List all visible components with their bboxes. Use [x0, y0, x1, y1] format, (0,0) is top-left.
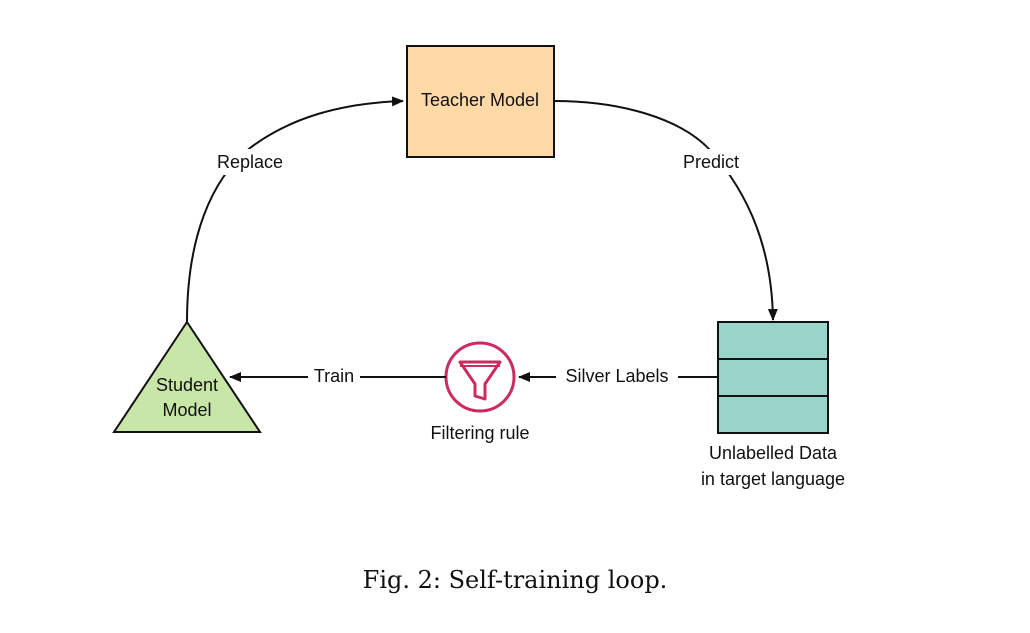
data-cell-1	[717, 321, 829, 360]
teacher-model-label: Teacher Model	[421, 90, 539, 110]
filter-circle	[444, 341, 516, 413]
data-cell-2	[717, 358, 829, 397]
data-label-line1: Unlabelled Data	[709, 443, 838, 463]
student-model-label-line2: Model	[162, 400, 211, 420]
predict-edge: Predict	[553, 100, 778, 321]
student-model-node: Student Model	[112, 320, 262, 433]
replace-edge: Replace	[186, 96, 404, 323]
predict-label: Predict	[683, 152, 739, 172]
train-label: Train	[314, 366, 354, 386]
student-model-triangle	[112, 320, 262, 433]
replace-label: Replace	[217, 152, 283, 172]
train-edge: Train	[229, 364, 446, 390]
data-label-line2: in target language	[701, 469, 845, 489]
filtering-rule-node: Filtering rule	[430, 341, 530, 443]
data-cell-3	[717, 395, 829, 434]
figure-caption: Fig. 2: Self-training loop.	[362, 566, 668, 594]
funnel-icon	[458, 360, 502, 401]
silver-labels-label: Silver Labels	[565, 366, 668, 386]
unlabelled-data-node: Unlabelled Data in target language	[701, 321, 845, 489]
predict-arrow	[553, 100, 778, 321]
silver-labels-edge: Silver Labels	[518, 364, 718, 390]
filtering-rule-label: Filtering rule	[430, 423, 529, 443]
replace-arrow	[186, 96, 404, 323]
student-model-label-line1: Student	[156, 375, 218, 395]
teacher-model-box	[406, 45, 555, 158]
teacher-model-node: Teacher Model	[406, 45, 555, 158]
